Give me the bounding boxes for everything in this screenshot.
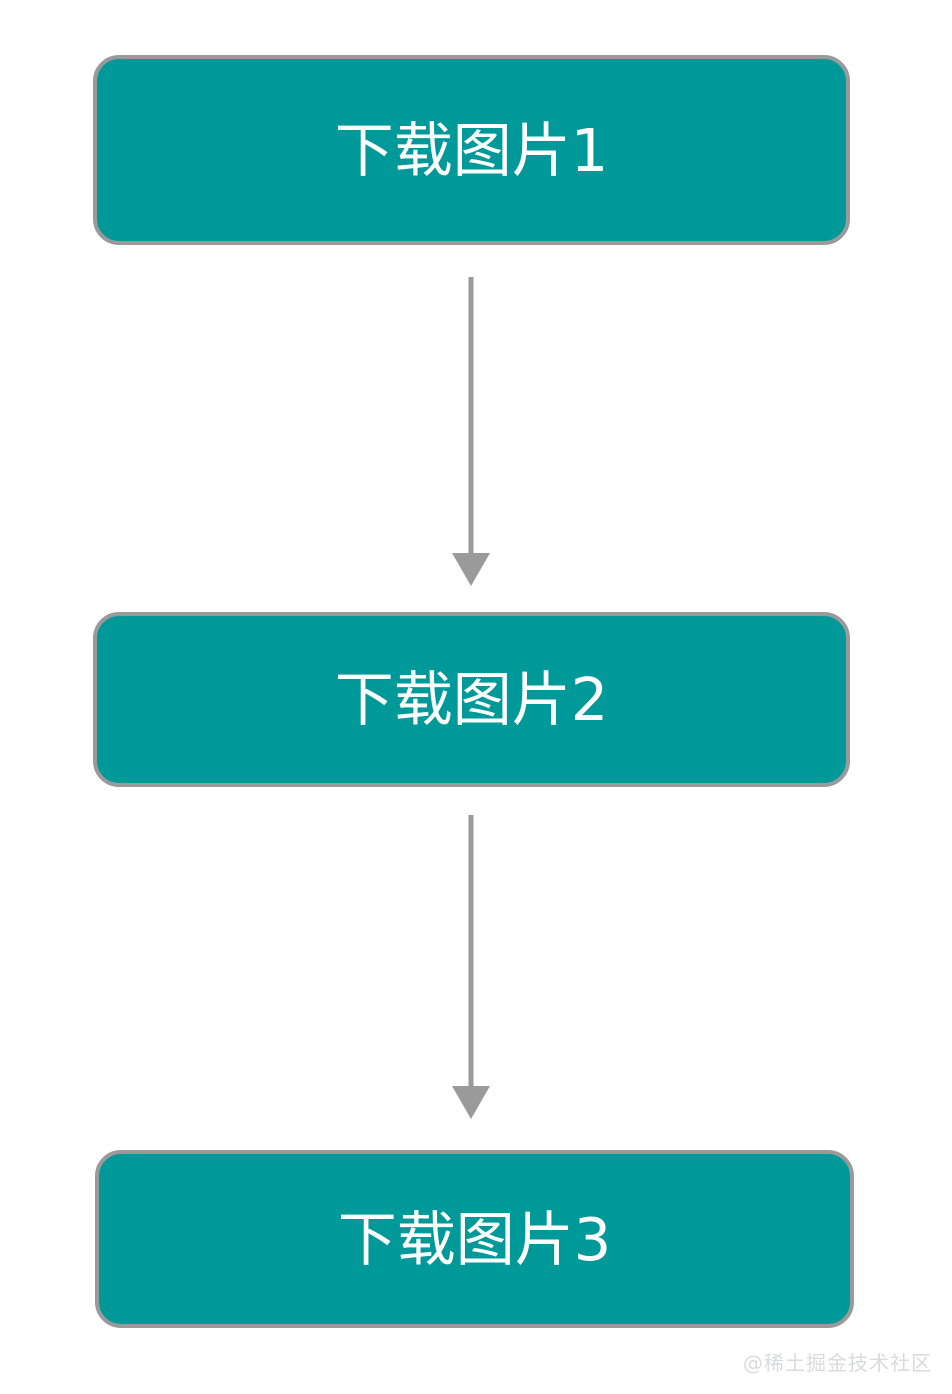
edge-shaft <box>468 815 474 1090</box>
arrowhead-down-icon <box>452 1086 490 1119</box>
flowchart-edge-node1-to-node2 <box>452 277 490 588</box>
flowchart-edge-node2-to-node3 <box>452 815 490 1121</box>
flowchart-node-label: 下载图片1 <box>334 115 609 185</box>
flowchart-node-download-image-3[interactable]: 下载图片3 <box>95 1150 854 1328</box>
flowchart-node-download-image-2[interactable]: 下载图片2 <box>93 612 850 787</box>
edge-shaft <box>468 277 474 557</box>
arrowhead-down-icon <box>452 553 490 586</box>
flowchart-node-label: 下载图片3 <box>337 1204 612 1274</box>
watermark-text: @稀土掘金技术社区 <box>743 1351 932 1375</box>
flowchart-node-download-image-1[interactable]: 下载图片1 <box>93 55 850 245</box>
flowchart-node-label: 下载图片2 <box>334 665 609 734</box>
